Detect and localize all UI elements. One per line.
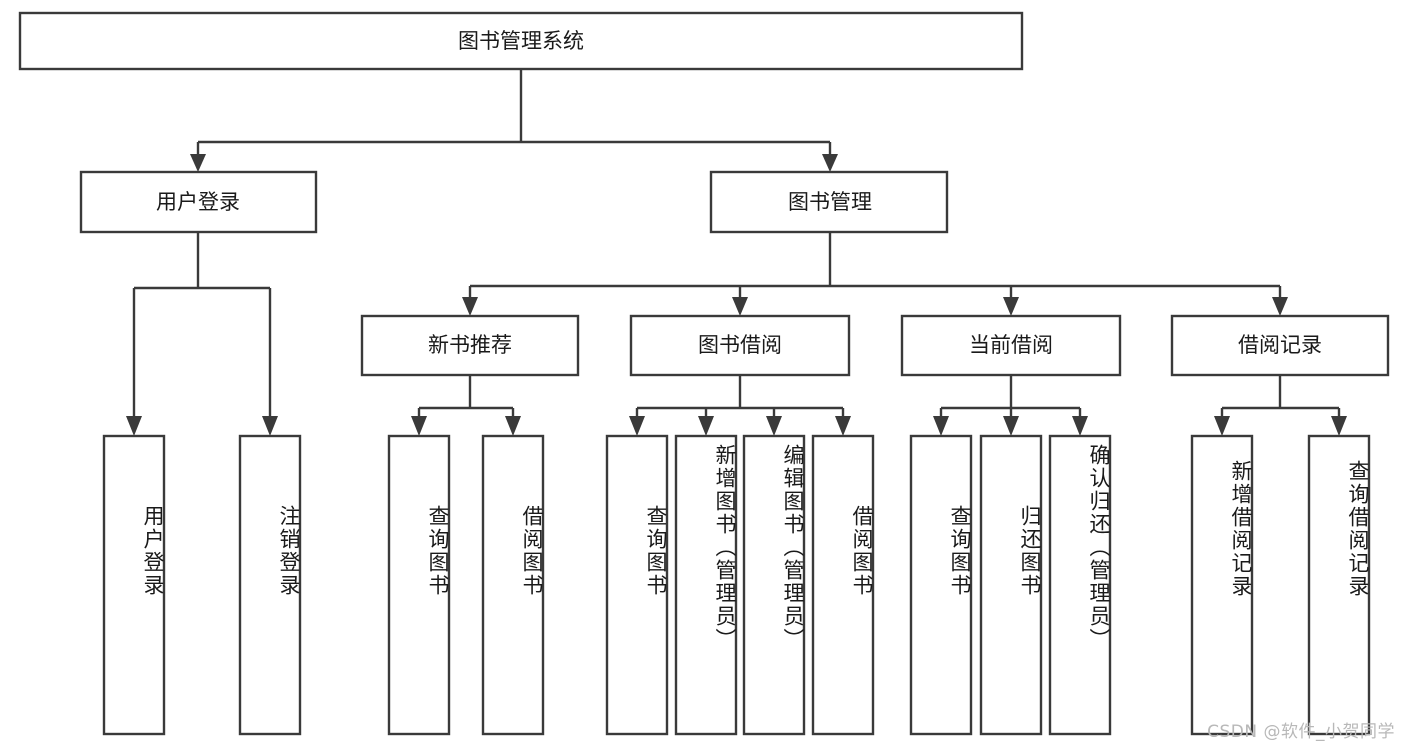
leaf-box-user-login-1[interactable] [102,434,166,736]
leaf-boxes-group [102,434,1371,736]
arrow-head-userlogin [190,154,206,172]
node-book-management-label: 图书管理 [788,190,872,214]
leaf-box-currentborrow-2[interactable] [979,434,1043,736]
leaf-box-borrowrecord-1[interactable] [1190,434,1254,736]
arrow-head-leaf-currentborrow-2 [1003,416,1019,436]
node-user-login-box[interactable] [79,170,318,234]
node-borrow-record-label: 借阅记录 [1238,333,1322,357]
node-book-management-box[interactable] [709,170,949,234]
connector-group-borrowrecord [1214,375,1347,436]
node-current-borrow[interactable]: 当前借阅 [900,314,1122,377]
arrow-head-borrowrecord [1272,297,1288,316]
arrow-head-leaf-currentborrow-3 [1072,416,1088,436]
leaf-box-currentborrow-1[interactable] [909,434,973,736]
arrow-head-currentborrow [1003,297,1019,316]
connector-group-currentborrow [933,375,1088,436]
arrow-head-leaf-user-login-2 [262,416,278,436]
node-book-borrow-box[interactable] [629,314,851,377]
leaf-box-bookborrow-3[interactable] [742,434,806,736]
node-new-book-recommend-box[interactable] [360,314,580,377]
arrow-head-bookborrow [732,297,748,316]
arrow-head-leaf-newbook-2 [505,416,521,436]
node-root-label: 图书管理系统 [458,29,584,53]
node-book-borrow-label: 图书借阅 [698,333,782,357]
connector-group-bookmgmt [462,232,1288,316]
arrow-head-leaf-bookborrow-4 [835,416,851,436]
leaf-box-user-login-2[interactable] [238,434,302,736]
node-user-login-label: 用户登录 [156,190,240,214]
arrow-head-leaf-bookborrow-2 [698,416,714,436]
node-new-book-recommend-label: 新书推荐 [428,333,512,357]
arrow-head-leaf-bookborrow-3 [766,416,782,436]
node-borrow-record[interactable]: 借阅记录 [1170,314,1390,377]
node-borrow-record-box[interactable] [1170,314,1390,377]
leaf-box-currentborrow-3[interactable] [1048,434,1112,736]
leaf-box-bookborrow-2[interactable] [674,434,738,736]
leaf-box-bookborrow-4[interactable] [811,434,875,736]
node-book-borrow[interactable]: 图书借阅 [629,314,851,377]
csdn-watermark: CSDN @软件_小贺同学 [1207,722,1395,742]
node-root[interactable]: 图书管理系统 [18,11,1024,71]
leaf-box-bookborrow-1[interactable] [605,434,669,736]
arrow-head-newbook [462,297,478,316]
node-current-borrow-box[interactable] [900,314,1122,377]
node-new-book-recommend[interactable]: 新书推荐 [360,314,580,377]
connector-group-userlogin [126,232,278,436]
arrow-head-bookmgmt [822,154,838,172]
arrow-head-leaf-bookborrow-1 [629,416,645,436]
node-book-management[interactable]: 图书管理 [709,170,949,234]
arrow-head-leaf-newbook-1 [411,416,427,436]
arrow-head-leaf-currentborrow-1 [933,416,949,436]
leaf-box-borrowrecord-2[interactable] [1307,434,1371,736]
node-root-box[interactable] [18,11,1024,71]
connector-group-bookborrow [629,375,851,436]
connector-group-root [190,69,838,172]
arrow-head-leaf-borrowrecord-2 [1331,416,1347,436]
arrow-head-leaf-user-login-1 [126,416,142,436]
arrow-head-leaf-borrowrecord-1 [1214,416,1230,436]
node-user-login[interactable]: 用户登录 [79,170,318,234]
node-current-borrow-label: 当前借阅 [969,333,1053,357]
leaf-box-newbook-2[interactable] [481,434,545,736]
connector-group-newbook [411,375,521,436]
leaf-box-newbook-1[interactable] [387,434,451,736]
